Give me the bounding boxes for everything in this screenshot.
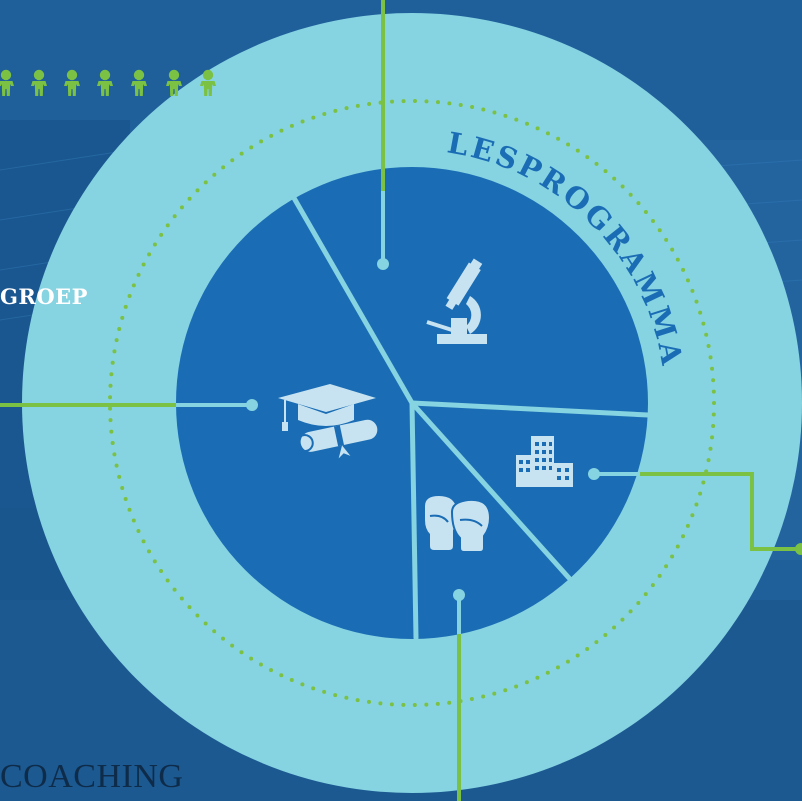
segment-dividers [291,195,651,641]
groep-label: GROEP [0,284,88,309]
dotted-ring [108,99,716,707]
boxing-gloves-icon [425,496,492,553]
coaching-label: COACHING [0,758,184,795]
office-building-icon [516,436,573,487]
microscope-icon [426,258,487,344]
connector-end-dot [795,543,802,555]
graduation-cap-diploma-icon [278,384,378,459]
